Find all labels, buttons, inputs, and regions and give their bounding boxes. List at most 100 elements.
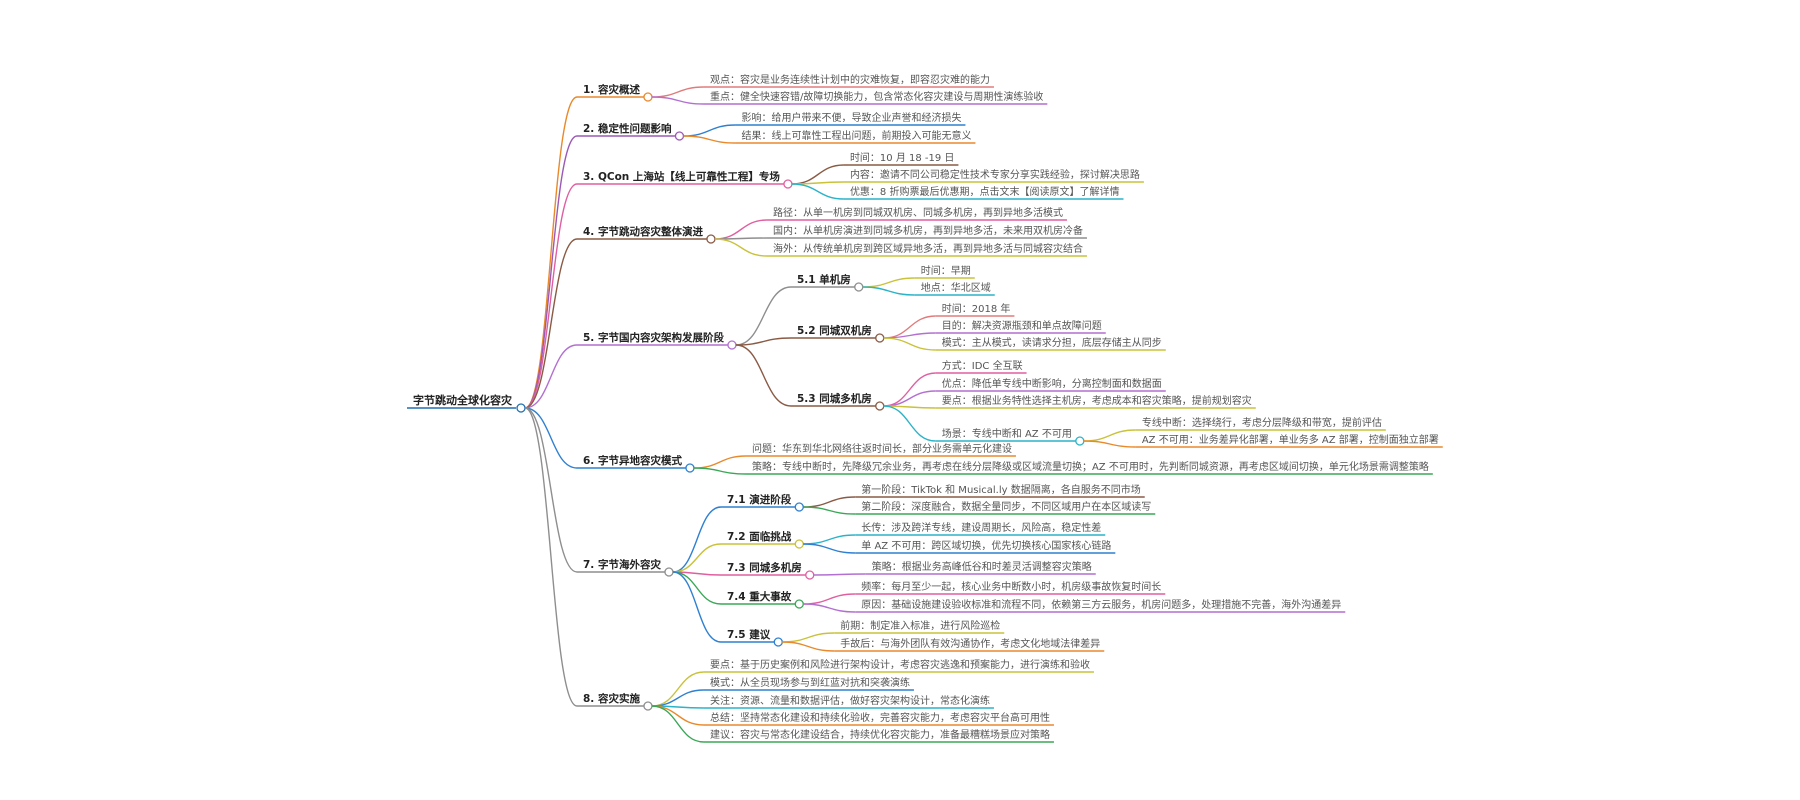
leaf-branch	[1083, 440, 1136, 448]
leaf-branch	[883, 390, 936, 407]
section-topic: 5. 字节国内容灾架构发展阶段	[583, 331, 724, 344]
leaf-branch	[651, 705, 704, 726]
leaf-branch	[683, 124, 736, 137]
subsection-node-dot[interactable]	[794, 502, 804, 512]
section-node-dot[interactable]	[664, 567, 674, 577]
section-node-dot[interactable]	[706, 234, 716, 244]
subsection-node-dot[interactable]	[805, 570, 815, 580]
subsection-topic: 7.4 重大事故	[727, 590, 792, 603]
section-node-dot[interactable]	[783, 179, 793, 189]
subsection-topic: 7.3 同城多机房	[727, 561, 802, 574]
leaf-branch	[883, 337, 936, 351]
leaf-item: 路径：从单一机房到同城双机房、同城多机房，再到异地多活模式	[773, 206, 1063, 219]
subsection-node-dot[interactable]	[875, 401, 885, 411]
leaf-item: 结果：线上可靠性工程出问题，前期投入可能无意义	[741, 129, 971, 142]
leaf-branch	[651, 705, 704, 743]
leaf-item: 策略：根据业务高峰低谷和时差灵活调整容灾策略	[872, 560, 1092, 573]
subsection-node-dot[interactable]	[854, 282, 864, 292]
leaf-branch	[782, 632, 835, 643]
leaf-branch	[782, 641, 835, 652]
leaf-item: 专线中断：选择绕行，考虑分层降级和带宽，提前评估	[1142, 416, 1382, 429]
section-node-dot[interactable]	[643, 92, 653, 102]
leaf-item: 时间：早期	[921, 264, 971, 277]
root-node-dot[interactable]	[516, 403, 526, 413]
section-branch	[524, 407, 578, 707]
leaf-branch	[803, 603, 856, 613]
leaf-item: 模式：从全员现场参与到红蓝对抗和突袭演练	[710, 676, 910, 689]
section-branch	[524, 407, 578, 573]
section-topic: 6. 字节异地容灾模式	[583, 454, 682, 467]
section-topic: 2. 稳定性问题影响	[583, 122, 672, 135]
section-branch	[524, 183, 578, 409]
leaf-item: 要点：基于历史案例和风险进行架构设计，考虑容灾逃逸和预案能力，进行演练和验收	[710, 658, 1090, 671]
leaf-item: 优惠：8 折购票最后优惠期，点击文末【阅读原文】了解详情	[850, 185, 1120, 198]
section-branch	[524, 238, 578, 409]
leaf-item: 要点：根据业务特性选择主机房，考虑成本和容灾策略，提前规划容灾	[942, 394, 1252, 407]
leaf-item: 内容：邀请不同公司稳定性技术专家分享实践经验，探讨解决思路	[850, 168, 1140, 181]
leaf-item: 场景：专线中断和 AZ 不可用	[942, 427, 1072, 440]
leaf-item: 目的：解决资源瓶颈和单点故障问题	[942, 319, 1102, 332]
section-topic: 1. 容灾概述	[583, 83, 640, 96]
leaf-node-dot[interactable]	[1075, 436, 1085, 446]
leaf-item: 影响：给用户带来不便，导致企业声誉和经济损失	[741, 111, 961, 124]
subsection-branch	[672, 506, 722, 573]
leaf-item: 关注：资源、流量和数据评估，做好容灾架构设计，常态化演练	[710, 694, 990, 707]
leaf-branch	[883, 372, 936, 407]
leaf-branch	[813, 573, 866, 576]
section-topic: 7. 字节海外容灾	[583, 558, 661, 571]
leaf-branch	[1083, 429, 1136, 442]
subsection-branch	[672, 571, 722, 643]
root-topic: 字节跳动全球化容灾	[413, 393, 513, 407]
section-node-dot[interactable]	[685, 463, 695, 473]
leaf-item: 第一阶段：TikTok 和 Musical.ly 数据隔离，各自服务不同市场	[861, 483, 1140, 496]
leaf-item: 时间：10 月 18 -19 日	[850, 151, 955, 164]
leaf-item: 方式：IDC 全互联	[942, 359, 1023, 372]
leaf-branch	[714, 219, 767, 240]
leaf-item: 频率：每月至少一起，核心业务中断数小时，机房级事故恢复时间长	[861, 580, 1161, 593]
leaf-branch	[693, 455, 746, 469]
section-node-dot[interactable]	[727, 340, 737, 350]
subsection-branch	[735, 337, 792, 346]
leaf-branch	[862, 277, 915, 288]
section-branch	[524, 96, 578, 409]
section-node-dot[interactable]	[643, 701, 653, 711]
section-topic: 3. QCon 上海站【线上可靠性工程】专场	[583, 170, 780, 183]
section-node-dot[interactable]	[674, 131, 685, 141]
leaf-branch	[803, 506, 856, 515]
leaf-branch	[651, 86, 704, 98]
subsection-topic: 7.2 面临挑战	[727, 530, 792, 543]
leaf-item: 总结：坚持常态化建设和持续化验收，完善容灾能力，考虑容灾平台高可用性	[710, 711, 1050, 724]
leaf-branch	[714, 238, 767, 257]
leaf-branch	[883, 405, 936, 442]
subsection-topic: 5.2 同城双机房	[797, 324, 872, 337]
leaf-item: 时间：2018 年	[942, 302, 1011, 315]
leaf-branch	[803, 593, 856, 605]
subsection-node-dot[interactable]	[794, 599, 804, 609]
leaf-item: AZ 不可用：业务差异化部署，单业务多 AZ 部署，控制面独立部署	[1142, 433, 1439, 446]
subsection-node-dot[interactable]	[794, 539, 804, 549]
leaf-branch	[883, 332, 936, 339]
leaf-item: 重点：健全快速容错/故障切换能力，包含常态化容灾建设与周期性演练验收	[710, 90, 1043, 103]
subsection-node-dot[interactable]	[875, 333, 885, 343]
subsection-topic: 5.1 单机房	[797, 273, 851, 286]
subsection-branch	[735, 286, 792, 346]
section-branch	[524, 407, 578, 469]
leaf-item: 观点：容灾是业务连续性计划中的灾难恢复，即容忍灾难的能力	[710, 73, 990, 86]
leaf-branch	[791, 164, 844, 185]
leaf-item: 策略：专线中断时，先降级冗余业务，再考虑在线分层降级或区域流量切换；AZ 不可用…	[752, 460, 1429, 473]
leaf-branch	[862, 286, 915, 296]
subsection-topic: 7.1 演进阶段	[727, 493, 792, 506]
leaf-branch	[651, 689, 704, 707]
subsection-branch	[672, 571, 722, 605]
leaf-item: 前期：制定准入标准，进行风险巡检	[840, 619, 1000, 632]
subsection-topic: 7.5 建议	[727, 628, 771, 641]
section-branch	[524, 344, 578, 409]
subsection-node-dot[interactable]	[773, 637, 783, 647]
leaf-branch	[803, 496, 856, 508]
leaf-branch	[651, 671, 704, 707]
leaf-branch	[693, 467, 746, 475]
section-topic: 4. 字节跳动容灾整体演进	[583, 225, 703, 238]
leaf-item: 模式：主从模式，读请求分担，底层存储主从同步	[942, 336, 1162, 349]
section-branch	[524, 135, 578, 409]
